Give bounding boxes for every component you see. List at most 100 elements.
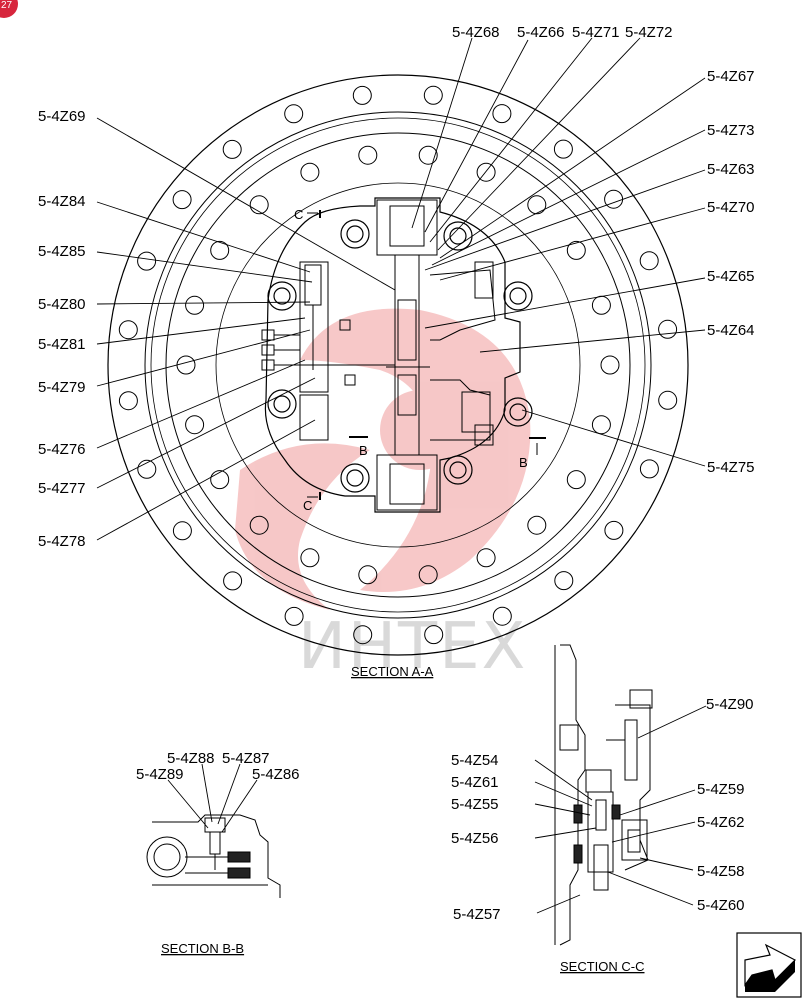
bolt-hole [284, 606, 304, 626]
label-5-4z85: 5-4Z85 [38, 243, 86, 260]
small-port-2 [344, 374, 356, 386]
bolt-hole [591, 295, 611, 315]
label-5-4z64: 5-4Z64 [707, 322, 755, 339]
watermark-dot [380, 390, 460, 470]
label-5-4z58: 5-4Z58 [697, 863, 745, 880]
bolt-hole [566, 240, 586, 260]
bolt-hole [249, 195, 269, 215]
spool-upper [397, 299, 417, 361]
label-5-4z59: 5-4Z59 [697, 781, 745, 798]
label-5-4z66: 5-4Z66 [517, 24, 565, 41]
leader-lines-cc [534, 705, 707, 914]
page-badge: 27 [0, 0, 18, 18]
bolt-hole [566, 470, 586, 490]
section-cc-title: SECTION C-C [560, 959, 645, 974]
label-5-4z57: 5-4Z57 [453, 906, 501, 923]
bolt-hole [353, 625, 373, 645]
upper-cap [376, 199, 438, 256]
spool-lower [397, 374, 417, 416]
inner-bolt-holes [176, 145, 620, 585]
label-5-4z87: 5-4Z87 [222, 750, 270, 767]
section-bb-drawing [146, 814, 281, 898]
label-5-4z71: 5-4Z71 [572, 24, 620, 41]
label-5-4z72: 5-4Z72 [625, 24, 673, 41]
bolt-hole [424, 625, 444, 645]
label-5-4z86: 5-4Z86 [252, 766, 300, 783]
lower-cap-inner [389, 463, 425, 505]
next-page-arrow-icon[interactable] [736, 932, 802, 998]
label-5-4z76: 5-4Z76 [38, 441, 86, 458]
cut-marker-c-top: C [294, 207, 303, 222]
bolt-hole [492, 104, 512, 124]
right-passage [429, 269, 496, 341]
bolt-hole [639, 251, 659, 271]
outer-bolt-holes [118, 85, 678, 645]
section-cut-markers: C C B B [294, 207, 546, 513]
left-valve-body [299, 261, 329, 393]
label-5-4z56: 5-4Z56 [451, 830, 499, 847]
bolt-hole [358, 145, 378, 165]
bolt-hole [527, 515, 547, 535]
section-bb-title: SECTION B-B [161, 941, 244, 956]
section-aa-title: SECTION A-A [351, 664, 434, 679]
page-badge-text: 27 [1, 0, 13, 11]
label-5-4z61: 5-4Z61 [451, 774, 499, 791]
left-plug-3 [261, 359, 275, 371]
label-5-4z60: 5-4Z60 [697, 897, 745, 914]
bolt-hole [137, 251, 157, 271]
section-aa-drawing: C C B B [107, 74, 689, 656]
label-5-4z69: 5-4Z69 [38, 108, 86, 125]
bolt-hole [418, 565, 438, 585]
body-bolts [267, 219, 533, 493]
right-plug-upper [474, 261, 494, 299]
bolt-hole [527, 195, 547, 215]
bolt-hole [418, 145, 438, 165]
label-5-4z55: 5-4Z55 [451, 796, 499, 813]
section-cc-drawing [554, 644, 653, 946]
inner-ring-edge [165, 132, 631, 598]
leader-lines-aa [96, 37, 706, 541]
watermark-logo [235, 308, 531, 610]
bolt-hole [352, 85, 372, 105]
bolt-hole [423, 85, 443, 105]
label-5-4z65: 5-4Z65 [707, 268, 755, 285]
bolt-hole [300, 548, 320, 568]
label-5-4z80: 5-4Z80 [38, 296, 86, 313]
label-5-4z78: 5-4Z78 [38, 533, 86, 550]
label-5-4z90: 5-4Z90 [706, 696, 754, 713]
lower-left-valve [299, 394, 329, 441]
bolt-hole [210, 470, 230, 490]
bolt-hole [137, 459, 157, 479]
bolt-hole [118, 391, 138, 411]
label-5-4z79: 5-4Z79 [38, 379, 86, 396]
bolt-hole [176, 355, 196, 375]
small-port [339, 319, 351, 331]
bolt-hole [118, 320, 138, 340]
watermark-arm [235, 443, 370, 610]
bolt-ring-inner-edge [144, 111, 652, 619]
bolt-hole [172, 521, 192, 541]
bolt-hole [210, 240, 230, 260]
bolt-hole [172, 190, 192, 210]
right-valve [461, 391, 491, 433]
bolt-hole [554, 571, 574, 591]
inner-bolt-circle [215, 182, 581, 548]
label-5-4z77: 5-4Z77 [38, 480, 86, 497]
bolt-hole [300, 162, 320, 182]
bolt-hole [476, 548, 496, 568]
label-5-4z73: 5-4Z73 [707, 122, 755, 139]
spool-bore [394, 254, 420, 456]
cut-marker-b-right: B [519, 455, 528, 470]
label-5-4z62: 5-4Z62 [697, 814, 745, 831]
left-plug-2 [261, 344, 275, 356]
outer-ring [107, 74, 689, 656]
bolt-hole [185, 295, 205, 315]
left-plug-1 [261, 329, 275, 341]
label-5-4z67: 5-4Z67 [707, 68, 755, 85]
bolt-hole [223, 571, 243, 591]
bolt-hole [492, 606, 512, 626]
bolt-hole [553, 139, 573, 159]
bolt-hole [284, 104, 304, 124]
leader-lines-bb [167, 763, 258, 833]
